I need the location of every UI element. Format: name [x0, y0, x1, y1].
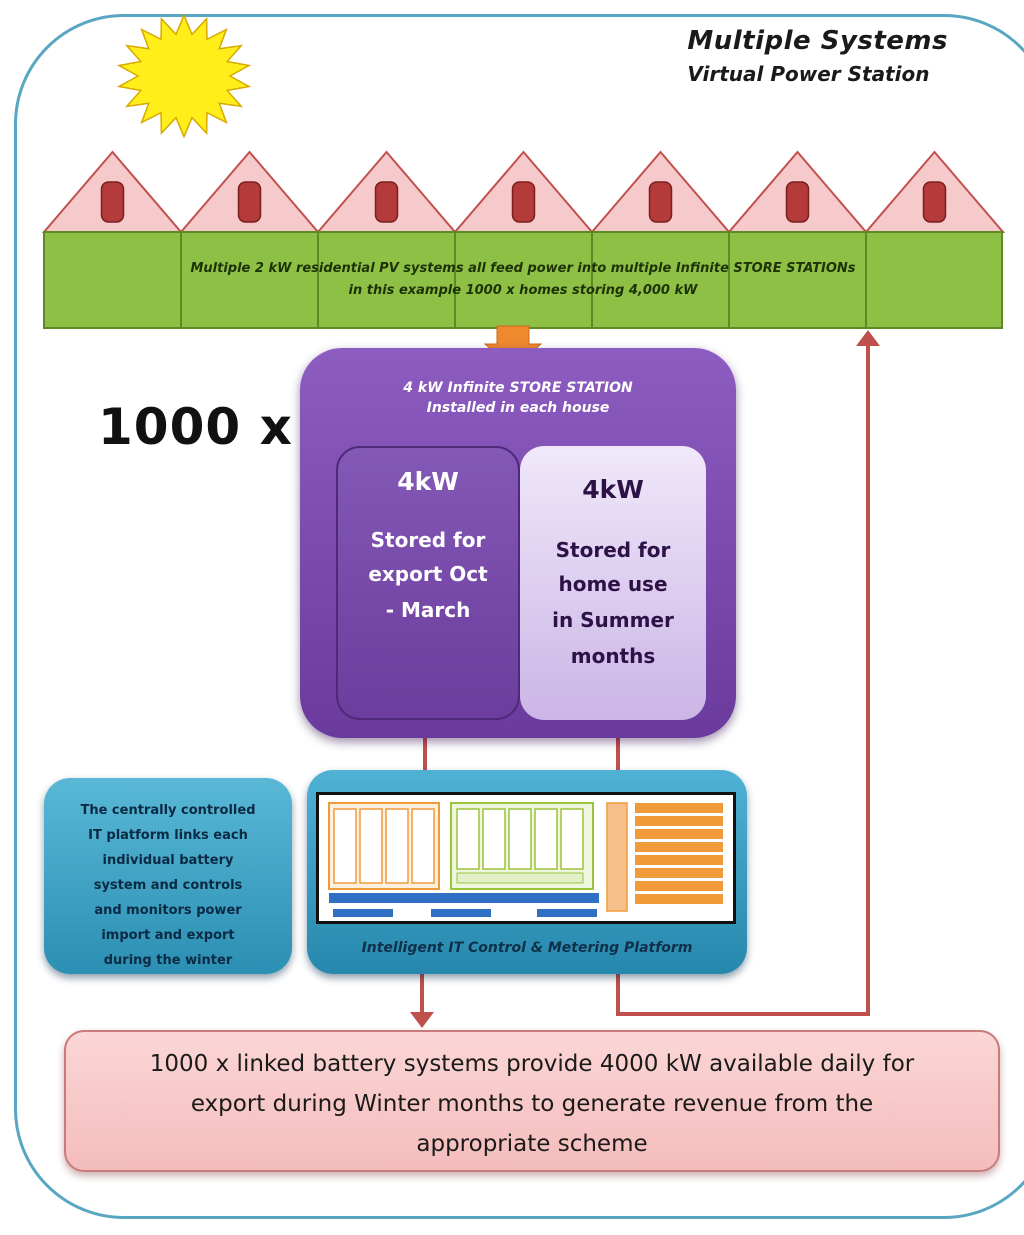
it-note-line3: individual battery	[102, 853, 234, 868]
house-icon	[315, 150, 458, 233]
title-main: Multiple Systems	[687, 26, 948, 56]
it-platform-screenshot	[316, 792, 736, 924]
summary-line3: appropriate scheme	[416, 1131, 648, 1157]
it-note-line1: The centrally controlled	[80, 803, 256, 818]
export-kw: 4kW	[397, 467, 459, 496]
house-icon	[178, 150, 321, 233]
export-line1: Stored for	[370, 528, 486, 552]
arrowhead-down	[410, 1012, 434, 1028]
it-note-line4: system and controls	[93, 878, 243, 893]
home-line2: home use	[558, 572, 668, 596]
diagram-title: Multiple Systems Virtual Power Station	[687, 26, 948, 86]
connector-return	[616, 344, 870, 1016]
house-door	[648, 181, 673, 223]
it-note-line7: during the winter	[103, 953, 233, 968]
houses-caption: Multiple 2 kW residential PV systems all…	[44, 258, 1002, 302]
outer-frame	[14, 14, 1024, 1219]
summary-box: 1000 x linked battery systems provide 40…	[64, 1030, 1000, 1172]
house-icon	[863, 150, 1006, 233]
store-cell-home: 4kW Stored for home use in Summer months	[520, 446, 706, 720]
summary-line2: export during Winter months to generate …	[190, 1091, 874, 1117]
summary-text: 1000 x linked battery systems provide 40…	[86, 1044, 978, 1164]
house-icon	[41, 150, 184, 233]
home-kw: 4kW	[582, 475, 644, 504]
store-header-line2: Installed in each house	[426, 400, 610, 416]
it-platform-diagram-thumbnail	[328, 802, 723, 917]
house-icon	[452, 150, 595, 233]
home-line1: Stored for	[555, 538, 671, 562]
it-platform-note: The centrally controlled IT platform lin…	[44, 778, 292, 974]
sun-icon	[116, 13, 252, 139]
it-note-text: The centrally controlled IT platform lin…	[60, 798, 276, 973]
house-icon	[589, 150, 732, 233]
summary-line1: 1000 x linked battery systems provide 40…	[149, 1051, 915, 1077]
home-line3: in Summer	[552, 608, 674, 632]
export-line2: export Oct	[368, 562, 488, 586]
store-station-header: 4 kW Infinite STORE STATION Installed in…	[300, 378, 736, 418]
houses-caption-line2: in this example 1000 x homes storing 4,0…	[348, 283, 698, 298]
multiplier-label: 1000 x	[98, 398, 293, 456]
title-sub: Virtual Power Station	[687, 62, 930, 86]
houses-caption-line1: Multiple 2 kW residential PV systems all…	[190, 261, 856, 276]
home-line4: months	[570, 644, 656, 668]
arrowhead-up	[856, 330, 880, 346]
house-door	[785, 181, 810, 223]
it-note-line6: import and export	[101, 928, 235, 943]
store-cell-export: 4kW Stored for export Oct - March	[336, 446, 520, 720]
house-icon	[726, 150, 869, 233]
it-note-line2: IT platform links each	[88, 828, 248, 843]
export-line3: - March	[385, 598, 471, 622]
it-platform-caption: Intelligent IT Control & Metering Platfo…	[361, 940, 693, 956]
house-door	[374, 181, 399, 223]
houses-wall-band	[43, 231, 1003, 329]
store-header-line1: 4 kW Infinite STORE STATION	[403, 380, 633, 396]
it-note-line5: and monitors power	[94, 903, 242, 918]
house-door	[100, 181, 125, 223]
house-door	[511, 181, 536, 223]
house-door	[922, 181, 947, 223]
house-door	[237, 181, 262, 223]
